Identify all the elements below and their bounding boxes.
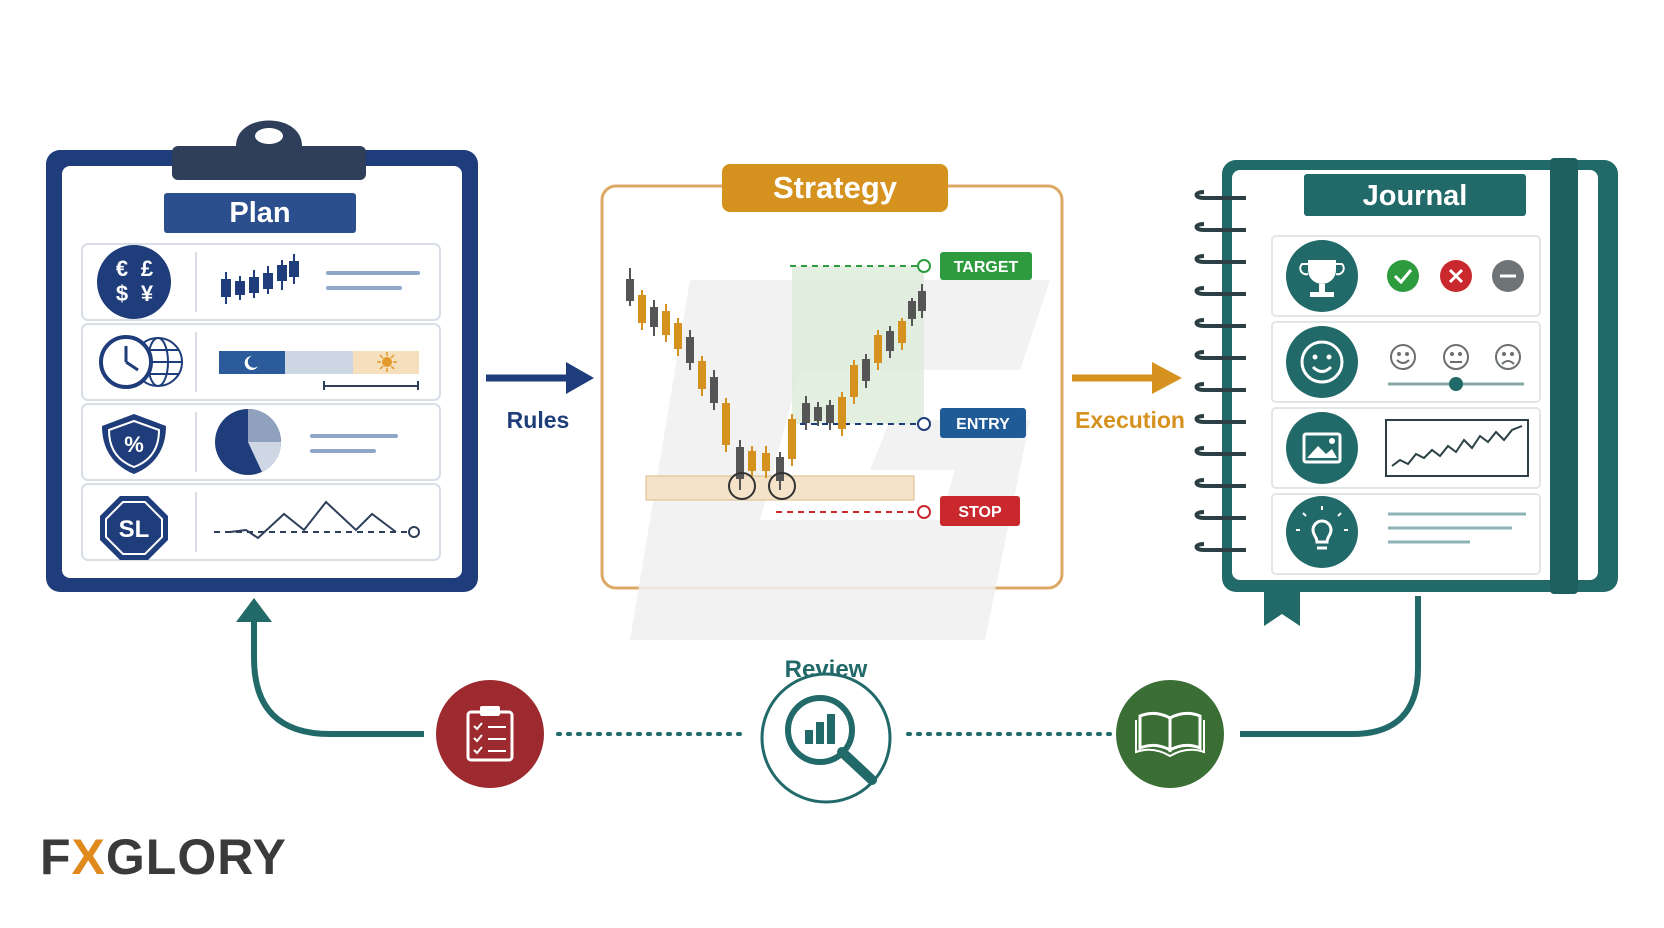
stop-sign-icon: SL: [100, 496, 168, 560]
review-loop: [236, 596, 1421, 737]
rules-label: Rules: [507, 407, 570, 433]
spiral-binding: [1194, 190, 1246, 552]
execution-arrow: [1072, 362, 1182, 394]
currency-icon: € £ $ ¥: [97, 245, 171, 319]
moon-icon: [244, 355, 258, 370]
check-icon: [1387, 260, 1419, 292]
svg-text:TARGET: TARGET: [954, 259, 1019, 276]
plan-row-stoploss: [81, 483, 441, 561]
sun-icon: [377, 352, 397, 372]
rules-arrow: [486, 362, 594, 394]
magnifier-chart-icon: [760, 672, 892, 804]
svg-text:$: $: [116, 281, 128, 306]
clipboard-clip: [172, 146, 366, 180]
plan-row-currencies: [81, 243, 441, 321]
svg-text:€: €: [116, 256, 128, 281]
journal-title: Journal: [1363, 180, 1468, 212]
brand-logo: FXGLORY: [40, 829, 287, 885]
mood-slider-handle: [1449, 377, 1463, 391]
smiley-face-icon: [1286, 326, 1358, 398]
neutral-face-icon: [1443, 344, 1469, 370]
strategy-card: Strategy: [600, 164, 1064, 640]
session-bar: [219, 351, 419, 390]
stop-tag: [940, 496, 1020, 526]
pie-chart-icon: [215, 409, 282, 475]
strategy-candles: [626, 268, 926, 490]
clock-icon: [99, 335, 153, 389]
plan-clipboard: Plan € £ $ ¥: [46, 120, 478, 592]
cross-icon: [1440, 260, 1472, 292]
lightbulb-icon: [1286, 496, 1358, 568]
clipboard-checklist-icon: [436, 680, 544, 788]
strategy-title: Strategy: [773, 170, 898, 205]
plan-title: Plan: [229, 197, 290, 229]
trophy-icon: [1286, 240, 1358, 312]
target-tag: [940, 252, 1032, 280]
entry-tag: [940, 408, 1026, 438]
smiley-face-small-icon: [1390, 344, 1416, 370]
strategy-title-bg: [722, 164, 948, 212]
svg-text:STOP: STOP: [958, 504, 1002, 521]
open-book-icon: [1116, 680, 1224, 788]
image-icon: [1286, 412, 1358, 484]
svg-text:¥: ¥: [141, 281, 154, 306]
execution-label: Execution: [1075, 407, 1185, 433]
plan-title-bg: [164, 193, 356, 233]
sad-face-icon: [1495, 344, 1521, 370]
watermark: [630, 280, 1050, 640]
journal-notebook: Journal: [1194, 158, 1618, 626]
svg-text:ENTRY: ENTRY: [956, 416, 1010, 433]
svg-text:£: £: [141, 256, 154, 281]
minus-icon: [1492, 260, 1524, 292]
journal-title-bg: [1304, 174, 1526, 216]
svg-text:%: %: [124, 432, 144, 457]
shield-percent-icon: %: [102, 414, 166, 474]
svg-text:SL: SL: [119, 516, 150, 543]
candlestick-icon: [221, 254, 299, 304]
